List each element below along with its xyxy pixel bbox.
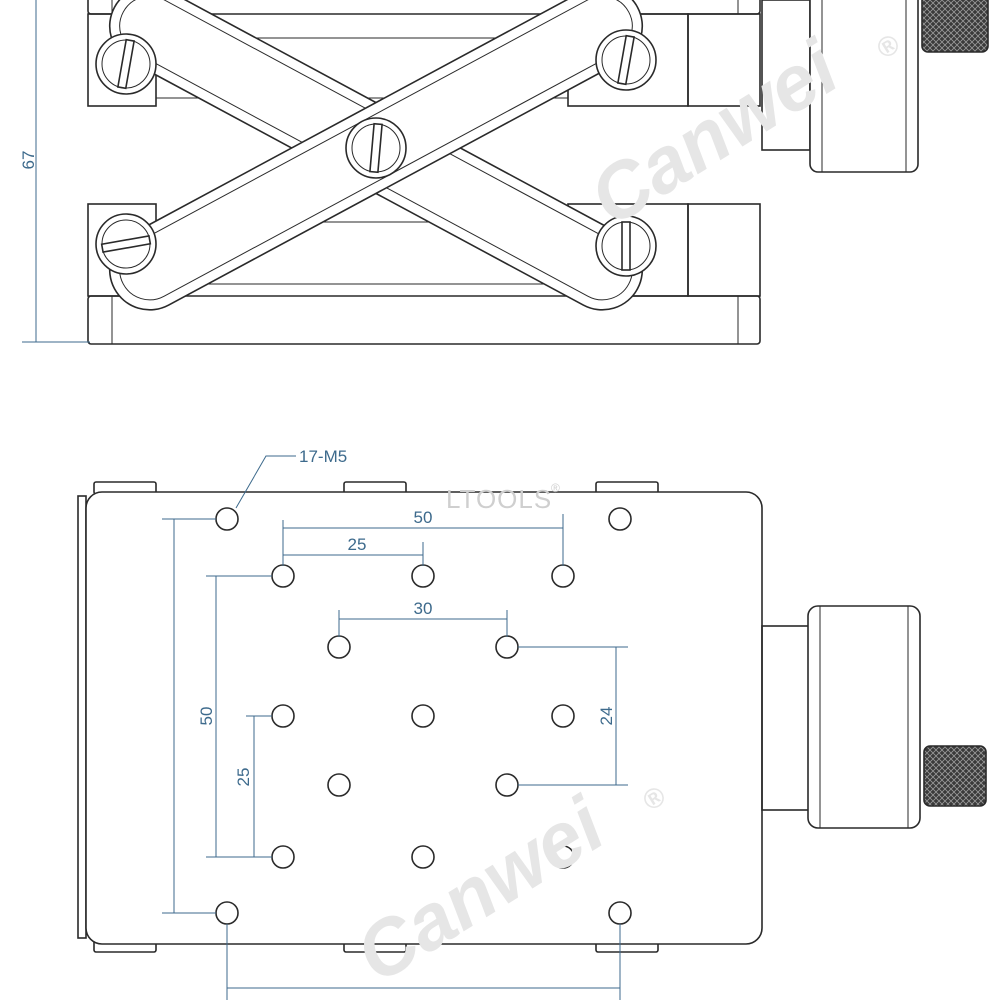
knurled-knob-icon [921, 0, 989, 53]
dim-y-50-label: 50 [197, 707, 216, 726]
m5-hole [551, 704, 575, 728]
left-edge-rail [77, 495, 87, 939]
dim-x-70 [226, 924, 621, 1000]
dim-y-70 [162, 518, 216, 914]
pivot-screw [595, 29, 657, 91]
knob-collar [761, 625, 811, 811]
adjustment-knob-side [761, 0, 989, 173]
m5-hole [327, 773, 351, 797]
dim-x-25: 25 [283, 535, 424, 566]
dim-y-24: 24 [518, 646, 628, 786]
adjustment-knob-top [761, 605, 987, 829]
side-view: 67 [19, 0, 989, 345]
knob-body [809, 0, 919, 173]
thread-callout-label: 17-M5 [299, 447, 347, 466]
top-view: 17-M5 50 25 30 [77, 447, 987, 1000]
brand-mark-text: LTOOLS [446, 484, 552, 514]
m5-hole [411, 704, 435, 728]
dim-side-height: 67 [19, 151, 38, 170]
knurled-knob-icon [923, 745, 987, 807]
m5-hole [551, 845, 575, 869]
m5-hole [608, 507, 632, 531]
thread-callout: 17-M5 [235, 447, 347, 509]
brand-registered-mark: ® [551, 481, 561, 495]
dim-x-30: 30 [338, 599, 508, 637]
pivot-screw [595, 215, 657, 277]
top-plate [87, 0, 761, 15]
dim-x-25-label: 25 [348, 535, 367, 554]
dim-y-24-label: 24 [597, 707, 616, 726]
dim-y-50: 50 [197, 575, 272, 858]
dim-y-25: 25 [234, 715, 272, 857]
dim-x-30-label: 30 [414, 599, 433, 618]
pivot-screw [95, 33, 157, 95]
base-plate [87, 295, 761, 345]
dim-y-25-label: 25 [234, 768, 253, 787]
brand-mark: LTOOLS ® [446, 481, 561, 514]
right-lower-end [687, 203, 761, 297]
center-pivot-screw [345, 117, 407, 179]
dim-x-50-label: 50 [414, 508, 433, 527]
height-dimension: 67 [19, 0, 90, 343]
right-upper-end [687, 13, 761, 107]
dim-x-50: 50 [282, 508, 564, 566]
knob-body [807, 605, 921, 829]
m5-hole [411, 845, 435, 869]
pivot-screw [95, 213, 157, 275]
